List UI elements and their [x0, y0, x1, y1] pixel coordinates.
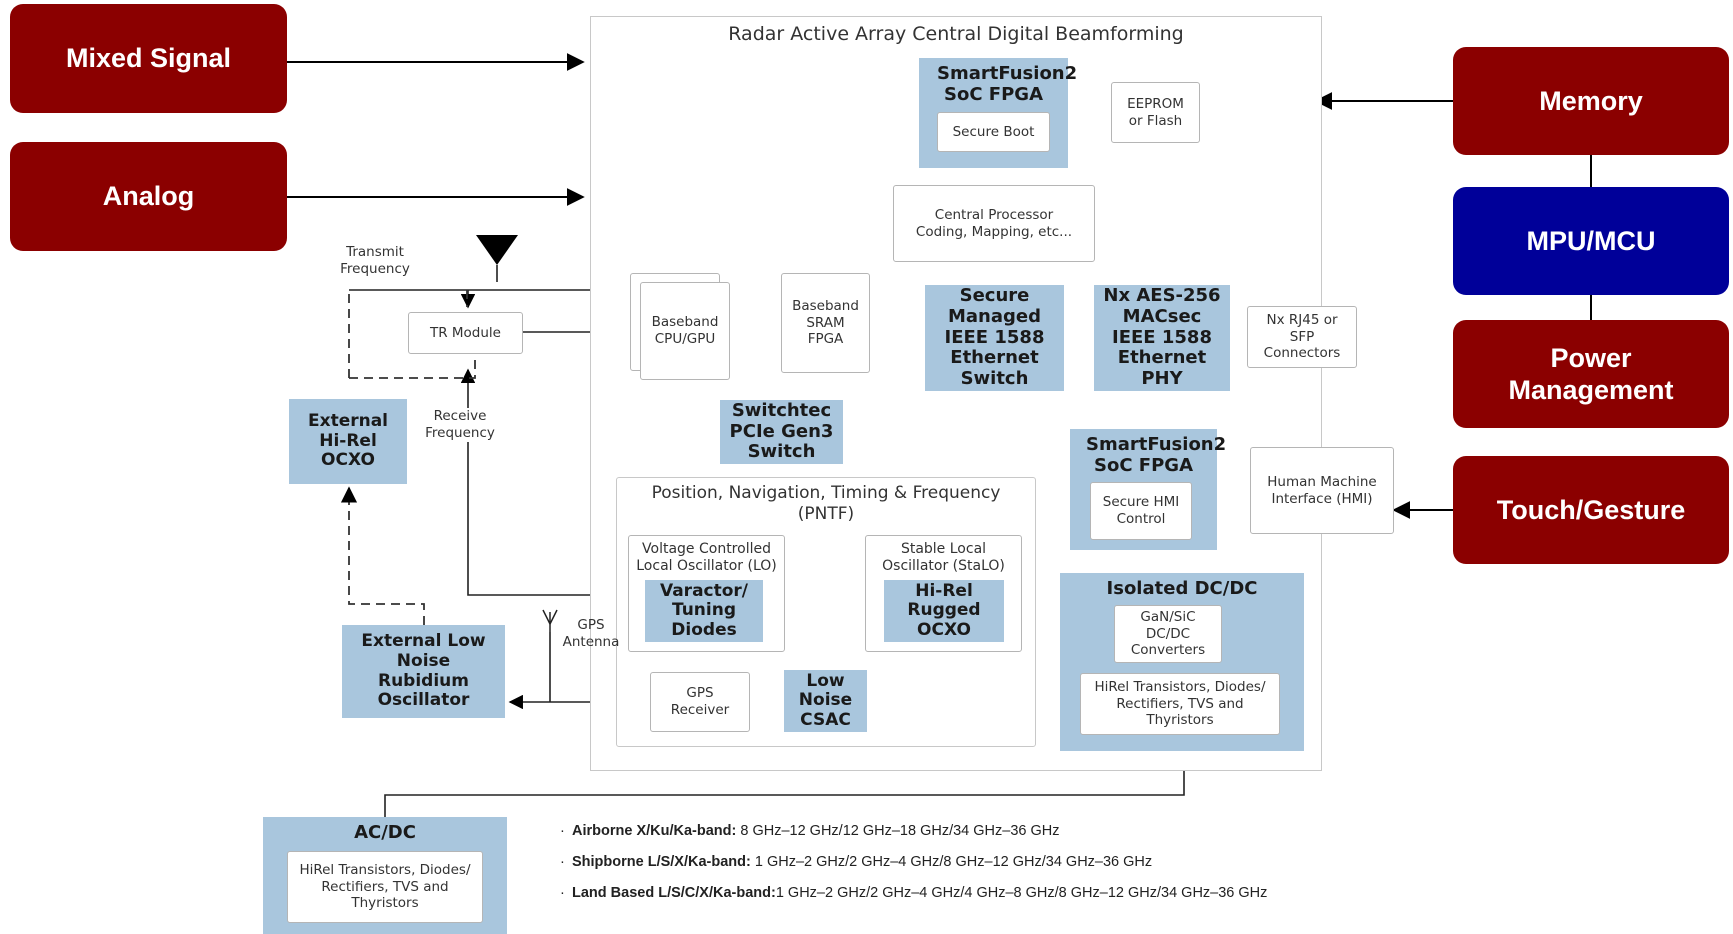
tag-analog: Analog: [10, 142, 287, 251]
band-note-airborne: · Airborne X/Ku/Ka-band: 8 GHz–12 GHz/12 …: [560, 823, 1060, 839]
fpga-top-block: SmartFusion2 SoC FPGA Secure Boot: [919, 58, 1078, 168]
tag-touch-label: Touch/Gesture: [1496, 494, 1686, 525]
transmit-frequency-label: Transmit Frequency: [340, 244, 410, 277]
secure-boot-box: Secure Boot: [937, 112, 1050, 152]
switchtec-block: Switchtec PCIe Gen3 Switch: [720, 400, 843, 464]
gps-receiver-box: GPS Receiver: [650, 672, 750, 732]
baseband-sram-box: Baseband SRAM FPGA: [781, 273, 870, 373]
rubidium-block: External Low Noise Rubidium Oscillator: [342, 625, 505, 718]
band-label: Shipborne L/S/X/Ka-band:: [572, 854, 751, 870]
band-note-land: · Land Based L/S/C/X/Ka-band:1 GHz–2 GHz/…: [560, 885, 1267, 901]
gan-sic-box: GaN/SiC DC/DC Converters: [1114, 605, 1222, 663]
bullet-icon: ·: [560, 885, 565, 901]
tag-mpu-mcu: MPU/MCU: [1453, 187, 1729, 295]
tag-memory: Memory: [1453, 47, 1729, 155]
antenna-icon: [476, 235, 518, 265]
band-label: Land Based L/S/C/X/Ka-band:: [572, 885, 776, 901]
fpga-hmi-block: SmartFusion2 SoC FPGA Secure HMI Control: [1070, 429, 1227, 550]
external-ocxo-block: External Hi-Rel OCXO: [289, 399, 407, 484]
hirel-ocxo-block: Hi-Rel Rugged OCXO: [884, 580, 1004, 642]
band-value: 1 GHz–2 GHz/2 GHz–4 GHz/4 GHz–8 GHz/8 GH…: [775, 885, 1268, 901]
tag-mixed-signal-label: Mixed Signal: [65, 43, 232, 74]
tag-power-label: Power Management: [1508, 342, 1674, 405]
isolated-dcdc-title: Isolated DC/DC: [1106, 578, 1258, 599]
main-title: Radar Active Array Central Digital Beamf…: [728, 23, 1184, 45]
tr-module-box: TR Module: [408, 312, 523, 354]
band-value: 1 GHz–2 GHz/2 GHz–4 GHz/8 GHz–12 GHz/34 …: [750, 854, 1153, 870]
gps-antenna-icon: [542, 609, 558, 632]
rj45-box: Nx RJ45 or SFP Connectors: [1247, 306, 1357, 368]
pntf-title: Position, Navigation, Timing & Frequency…: [651, 483, 1001, 525]
band-label: Airborne X/Ku/Ka-band:: [572, 823, 737, 839]
hirel-transistors-box-2: HiRel Transistors, Diodes/ Rectifiers, T…: [287, 851, 483, 923]
ethernet-switch-block: Secure Managed IEEE 1588 Ethernet Switch: [925, 285, 1064, 391]
band-note-shipborne: · Shipborne L/S/X/Ka-band: 1 GHz–2 GHz/2 …: [560, 854, 1152, 870]
csac-block: Low Noise CSAC: [784, 670, 867, 732]
band-value: 8 GHz–12 GHz/12 GHz–18 GHz/34 GHz–36 GHz: [736, 823, 1060, 839]
tag-mixed-signal: Mixed Signal: [10, 4, 287, 113]
tag-touch-gesture: Touch/Gesture: [1453, 456, 1729, 564]
acdc-block: AC/DC HiRel Transistors, Diodes/ Rectifi…: [263, 817, 507, 934]
varactor-block: Varactor/ Tuning Diodes: [645, 580, 763, 642]
baseband-cpu-box: Baseband CPU/GPU: [640, 282, 730, 380]
ethernet-phy-block: Nx AES-256 MACsec IEEE 1588 Ethernet PHY: [1094, 285, 1230, 391]
fpga-hmi-title: SmartFusion2 SoC FPGA: [1086, 434, 1227, 476]
fpga-top-title: SmartFusion2 SoC FPGA: [937, 63, 1078, 105]
receive-frequency-label: Receive Frequency: [416, 408, 504, 442]
tag-analog-label: Analog: [102, 181, 195, 212]
tag-power-management: Power Management: [1453, 320, 1729, 428]
tag-mpu-label: MPU/MCU: [1526, 225, 1656, 256]
tag-memory-label: Memory: [1539, 85, 1643, 116]
bullet-icon: ·: [560, 823, 565, 839]
hirel-transistors-box-1: HiRel Transistors, Diodes/ Rectifiers, T…: [1080, 673, 1280, 735]
vco-container: Voltage Controlled Local Oscillator (LO)…: [628, 535, 785, 652]
bullet-icon: ·: [560, 854, 565, 870]
hmi-box: Human Machine Interface (HMI): [1250, 447, 1394, 534]
central-processor-box: Central Processor Coding, Mapping, etc..…: [893, 185, 1095, 262]
stalo-label: Stable Local Oscillator (StaLO): [882, 541, 1005, 574]
eeprom-box: EEPROM or Flash: [1111, 82, 1200, 143]
vco-label: Voltage Controlled Local Oscillator (LO): [636, 541, 777, 574]
stalo-container: Stable Local Oscillator (StaLO) Hi-Rel R…: [865, 535, 1022, 652]
isolated-dcdc-block: Isolated DC/DC GaN/SiC DC/DC Converters …: [1060, 573, 1304, 751]
acdc-title: AC/DC: [354, 822, 416, 843]
secure-hmi-box: Secure HMI Control: [1090, 482, 1192, 540]
gps-antenna-label: GPS Antenna: [562, 617, 620, 650]
